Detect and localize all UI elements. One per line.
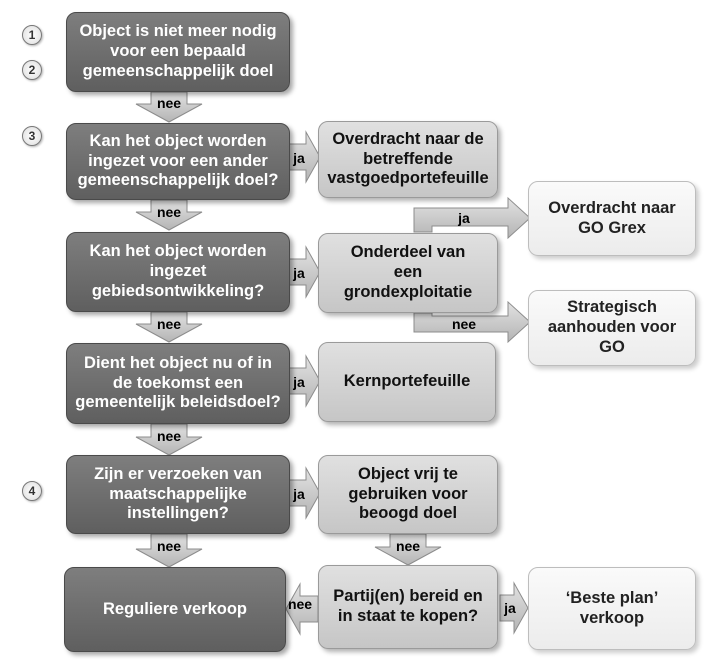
label-ja-6: ja xyxy=(458,210,470,226)
box-kernportefeuille: Kernportefeuille xyxy=(318,342,496,422)
box-strategisch-aanhouden: Strategisch aanhouden voor GO xyxy=(528,290,696,366)
label-nee-1: nee xyxy=(156,95,182,111)
box-beste-plan-verkoop: ‘Beste plan’ verkoop xyxy=(528,567,696,650)
label-nee-6: nee xyxy=(395,538,421,554)
box-object-vrij-te-gebruiken: Object vrij te gebruiken voor beoogd doe… xyxy=(318,455,498,534)
step-marker-3: 3 xyxy=(22,126,42,146)
arrow-down-3 xyxy=(135,311,203,343)
box-partij-bereid-te-kopen: Partij(en) bereid en in staat te kopen? xyxy=(318,565,498,649)
label-ja-2: ja xyxy=(293,265,305,281)
box-overdracht-vastgoedportefeuille: Overdracht naar de betreffende vastgoedp… xyxy=(318,121,498,198)
box-ander-gemeenschappelijk-doel: Kan het object worden ingezet voor een a… xyxy=(66,123,290,200)
box-reguliere-verkoop: Reguliere verkoop xyxy=(64,567,286,652)
arrow-right-1 xyxy=(288,130,321,184)
step-marker-2: 2 xyxy=(22,60,42,80)
arrow-right-4 xyxy=(288,466,321,520)
arrow-down-4 xyxy=(135,423,203,456)
label-ja-3: ja xyxy=(293,374,305,390)
box-gebiedsontwikkeling: Kan het object worden ingezet gebiedsont… xyxy=(66,232,290,312)
label-nee-4: nee xyxy=(156,428,182,444)
label-nee-5: nee xyxy=(156,538,182,554)
arrow-right-5 xyxy=(499,581,529,635)
arrow-down-1 xyxy=(135,91,203,123)
box-onderdeel-grondexploitatie: Onderdeel van een grondexploitatie xyxy=(318,233,498,313)
arrow-left-1 xyxy=(285,582,319,636)
arrow-elbow-nee xyxy=(413,300,531,344)
arrow-right-3 xyxy=(288,354,321,408)
box-overdracht-go-grex: Overdracht naar GO Grex xyxy=(528,181,696,256)
arrow-right-2 xyxy=(288,245,321,299)
label-ja-5: ja xyxy=(504,600,516,616)
step-marker-1: 1 xyxy=(22,25,42,45)
label-nee-8: nee xyxy=(451,316,477,332)
arrow-down-6 xyxy=(374,533,442,566)
label-ja-4: ja xyxy=(293,486,305,502)
box-object-niet-meer-nodig: Object is niet meer nodig voor een bepaa… xyxy=(66,12,290,92)
label-nee-7: nee xyxy=(287,596,313,612)
label-nee-3: nee xyxy=(156,316,182,332)
label-ja-1: ja xyxy=(293,150,305,166)
arrow-down-2 xyxy=(135,199,203,231)
arrow-elbow-ja xyxy=(413,196,531,240)
step-marker-4: 4 xyxy=(22,481,42,501)
arrow-down-5 xyxy=(135,533,203,568)
label-nee-2: nee xyxy=(156,204,182,220)
box-gemeentelijk-beleidsdoel: Dient het object nu of in de toekomst ee… xyxy=(66,343,290,424)
box-maatschappelijke-instellingen: Zijn er verzoeken van maatschappelijke i… xyxy=(66,455,290,534)
